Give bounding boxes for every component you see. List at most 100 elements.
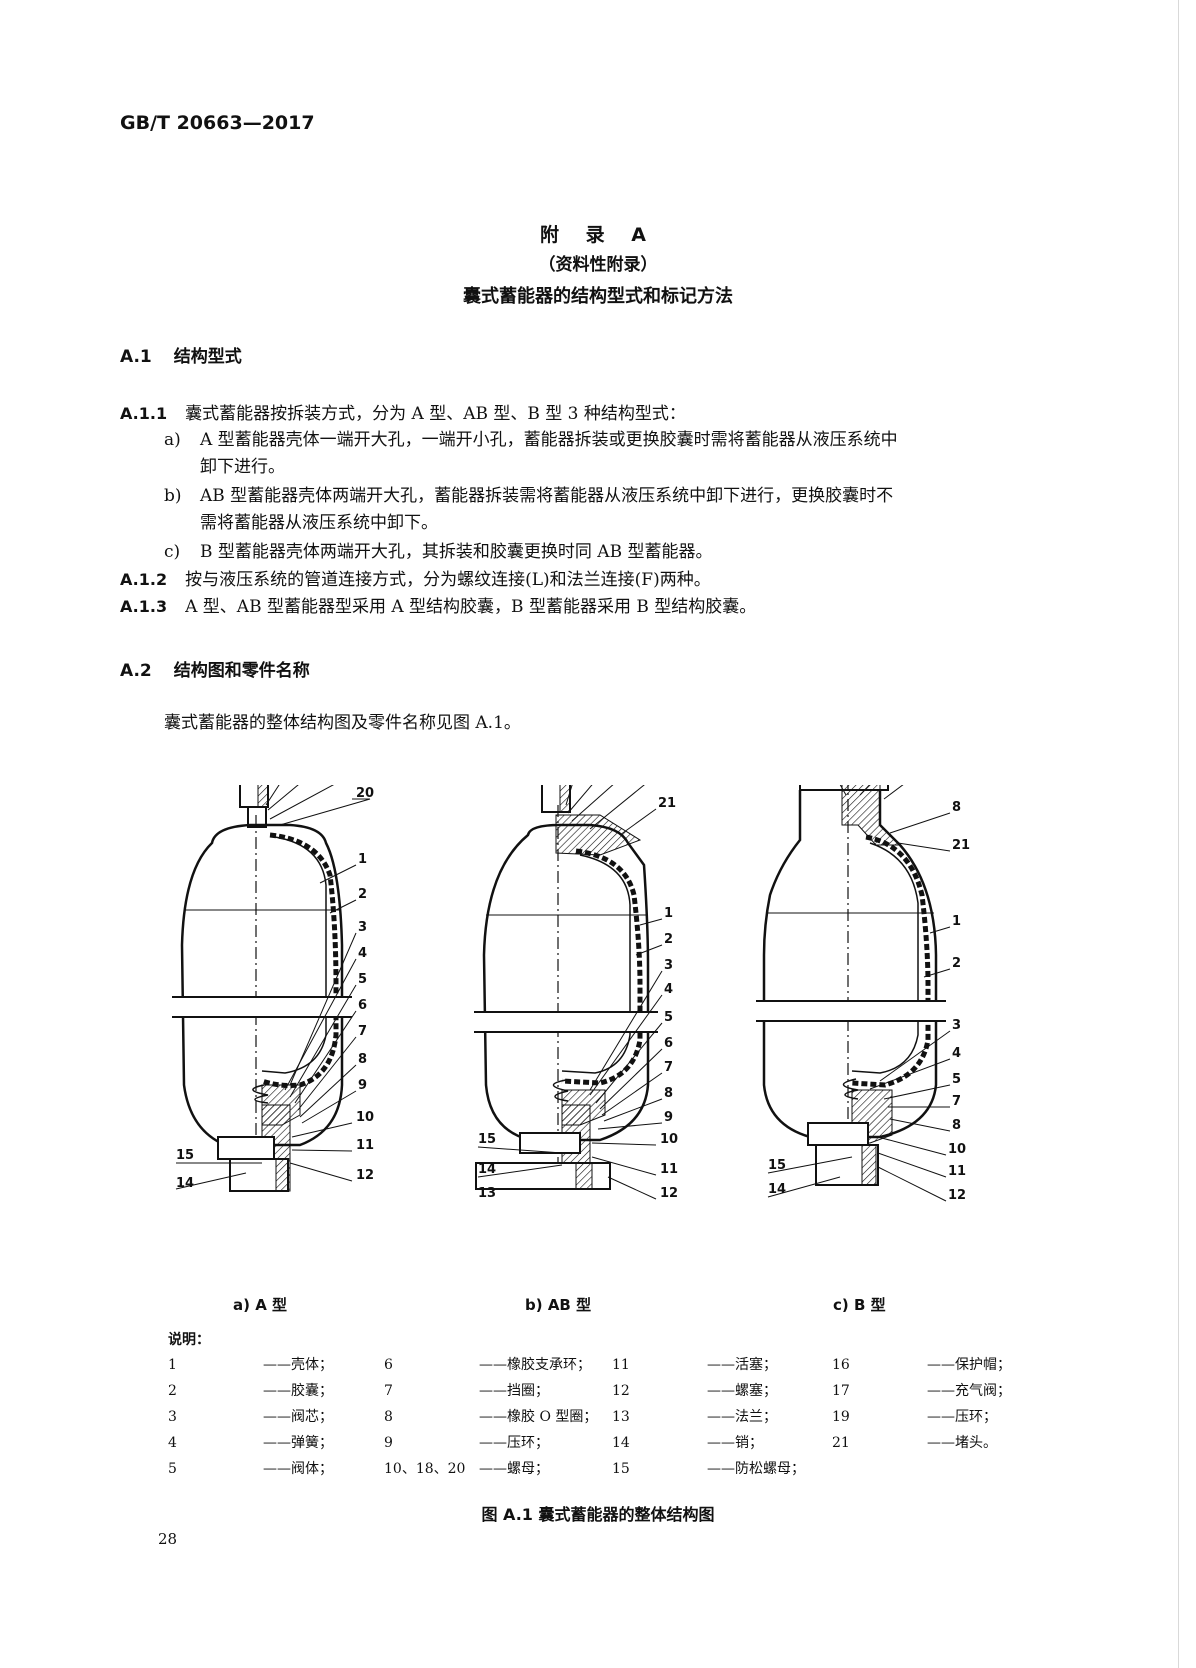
section-number: A.2: [120, 661, 152, 681]
svg-text:15: 15: [176, 1148, 194, 1163]
svg-text:7: 7: [358, 1024, 367, 1039]
svg-text:21: 21: [658, 796, 676, 811]
clause-number: A.1.2: [120, 570, 168, 589]
drawing-type-ab: [474, 785, 658, 1190]
svg-text:13: 13: [478, 1186, 496, 1201]
section-a1-heading: A.1 结构型式: [120, 342, 242, 367]
svg-text:8: 8: [358, 1052, 367, 1067]
appendix-name: 囊式蓄能器的结构型式和标记方法: [463, 286, 733, 307]
svg-text:3: 3: [358, 920, 367, 935]
svg-text:4: 4: [358, 946, 367, 961]
svg-text:1: 1: [952, 914, 961, 929]
accumulator-figure: 16 17 18 20 1 2 3 4 5 6 7 8 9 10 11 12 1…: [172, 785, 970, 1203]
legend-item: 21——堵头。: [832, 1435, 997, 1451]
legend-item: 1——壳体；: [168, 1357, 333, 1373]
drawing-type-b: [756, 785, 946, 1186]
svg-text:1: 1: [664, 906, 673, 921]
svg-text:11: 11: [356, 1138, 374, 1153]
legend-item: 17——充气阀；: [832, 1383, 1011, 1399]
item-a: a) A 型蓄能器壳体一端开大孔，一端开小孔，蓄能器拆装或更换胶囊时需将蓄能器从液…: [164, 427, 898, 454]
legend-item: 3——阀芯；: [168, 1409, 333, 1425]
legend-item: 16——保护帽；: [832, 1357, 1011, 1373]
svg-text:11: 11: [948, 1164, 966, 1179]
svg-text:8: 8: [952, 1118, 961, 1133]
svg-text:9: 9: [664, 1110, 673, 1125]
legend-item: 6——橡胶支承环；: [384, 1357, 591, 1373]
clause-number: A.1.1: [120, 404, 168, 423]
svg-text:6: 6: [358, 998, 367, 1013]
legend-item: 12——螺塞；: [612, 1383, 777, 1399]
svg-text:15: 15: [768, 1158, 786, 1173]
legend-item: 10、18、20——螺母；: [384, 1461, 549, 1477]
figure-caption: 图 A.1 囊式蓄能器的整体结构图: [481, 1505, 715, 1524]
appendix-title: 附 录 A: [540, 224, 656, 246]
item-label: c): [164, 542, 181, 562]
drawing-type-a: [172, 785, 352, 1192]
svg-text:14: 14: [176, 1176, 194, 1191]
svg-text:10: 10: [660, 1132, 678, 1147]
item-a-cont: 卸下进行。: [200, 457, 285, 477]
svg-text:4: 4: [664, 982, 673, 997]
legend-item: 14——销；: [612, 1435, 763, 1451]
clause-number: A.1.3: [120, 597, 168, 616]
svg-text:7: 7: [664, 1060, 673, 1075]
item-b-cont: 需将蓄能器从液压系统中卸下。: [200, 513, 438, 533]
clause-text: 囊式蓄能器按拆装方式，分为 A 型、AB 型、B 型 3 种结构型式：: [185, 404, 686, 424]
labels-type-ab: 16 17 18 20 21 1 2 3 4 5 6 7 8 9 10 11 1…: [477, 785, 678, 1201]
legend-item: 9——压环；: [384, 1435, 549, 1451]
section-title: 结构型式: [173, 347, 242, 367]
svg-text:6: 6: [664, 1036, 673, 1051]
item-label: a): [164, 430, 181, 450]
legend-item: 19——压环；: [832, 1409, 997, 1425]
svg-text:11: 11: [660, 1162, 678, 1177]
svg-text:7: 7: [952, 1094, 961, 1109]
item-c: c)B 型蓄能器壳体两端开大孔，其拆装和胶囊更换时同 AB 型蓄能器。: [164, 539, 712, 566]
svg-text:1: 1: [358, 852, 367, 867]
clause-text: A 型、AB 型蓄能器型采用 A 型结构胶囊，B 型蓄能器采用 B 型结构胶囊。: [185, 597, 757, 617]
svg-text:2: 2: [664, 932, 673, 947]
item-text-line1: AB 型蓄能器壳体两端开大孔，蓄能器拆装需将蓄能器从液压系统中卸下进行，更换胶囊…: [200, 486, 894, 506]
svg-text:9: 9: [358, 1078, 367, 1093]
legend-item: 11——活塞；: [612, 1357, 777, 1373]
legend-item: 8——橡胶 O 型圈；: [384, 1409, 598, 1425]
item-text-line1: A 型蓄能器壳体一端开大孔，一端开小孔，蓄能器拆装或更换胶囊时需将蓄能器从液压系…: [200, 430, 898, 450]
section-number: A.1: [120, 347, 152, 367]
svg-text:15: 15: [478, 1132, 496, 1147]
appendix-type: （资料性附录）: [538, 255, 658, 275]
svg-text:3: 3: [952, 1018, 961, 1033]
svg-text:12: 12: [356, 1168, 374, 1183]
shell: [180, 823, 344, 1147]
legend-item: 15——防松螺母；: [612, 1461, 805, 1477]
page-number: 28: [158, 1530, 178, 1548]
clause-a112: A.1.2 按与液压系统的管道连接方式，分为螺纹连接(L)和法兰连接(F)两种。: [120, 566, 711, 594]
svg-text:5: 5: [358, 972, 367, 987]
subcaption-ab: b) AB 型: [525, 1296, 592, 1314]
svg-text:3: 3: [664, 958, 673, 973]
legend-item: 2——胶囊；: [168, 1383, 333, 1399]
clause-a111: A.1.1 囊式蓄能器按拆装方式，分为 A 型、AB 型、B 型 3 种结构型式：: [120, 400, 686, 428]
section-a2-heading: A.2 结构图和零件名称: [120, 656, 310, 681]
svg-text:10: 10: [356, 1110, 374, 1125]
page-edge: [1178, 0, 1179, 1668]
svg-text:21: 21: [952, 838, 970, 853]
legend-item: 7——挡圈；: [384, 1383, 549, 1399]
subcaption-a: a) A 型: [233, 1296, 288, 1314]
svg-text:2: 2: [358, 887, 367, 902]
shell: [762, 790, 938, 1139]
section-a2-intro: 囊式蓄能器的整体结构图及零件名称见图 A.1。: [164, 713, 521, 733]
item-label: b): [164, 486, 182, 506]
svg-text:5: 5: [664, 1010, 673, 1025]
svg-text:2: 2: [952, 956, 961, 971]
legend-item: 4——弹簧；: [168, 1435, 333, 1451]
section-title: 结构图和零件名称: [173, 661, 310, 681]
labels-type-c: 17 16 19 8 21 1 2 3 4 5 7 8 10 11 12 15 …: [767, 785, 970, 1203]
standard-number: GB/T 20663—2017: [120, 112, 315, 134]
legend-title: 说明：: [168, 1332, 210, 1348]
item-b: b) AB 型蓄能器壳体两端开大孔，蓄能器拆装需将蓄能器从液压系统中卸下进行，更换…: [164, 483, 893, 510]
subcaption-b: c) B 型: [833, 1296, 886, 1314]
legend-item: 13——法兰；: [612, 1409, 777, 1425]
clause-text: 按与液压系统的管道连接方式，分为螺纹连接(L)和法兰连接(F)两种。: [185, 570, 711, 590]
svg-text:5: 5: [952, 1072, 961, 1087]
svg-text:20: 20: [356, 786, 374, 801]
svg-text:12: 12: [948, 1188, 966, 1203]
